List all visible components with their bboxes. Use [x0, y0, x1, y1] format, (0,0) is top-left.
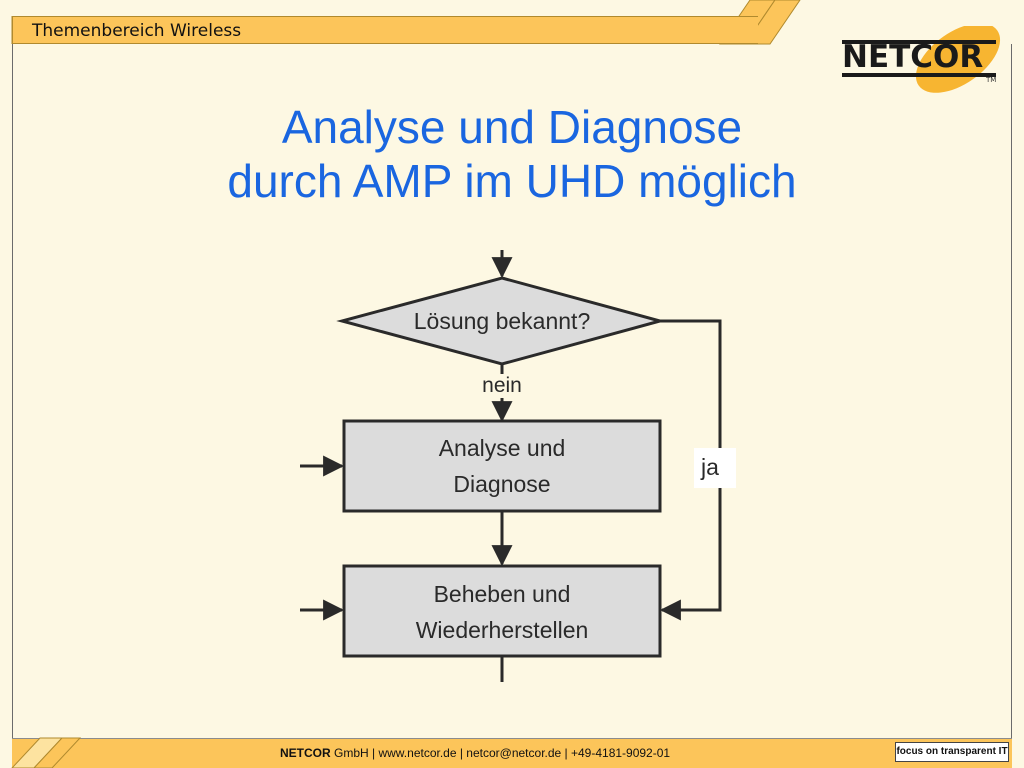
- box-beheben-line-2: Wiederherstellen: [416, 617, 589, 643]
- logo-trademark: TM: [986, 76, 997, 84]
- box-analyse-line-1: Analyse und: [439, 435, 566, 461]
- header-topic: Themenbereich Wireless: [32, 21, 242, 41]
- footer-decoration: [11, 737, 82, 768]
- header-band: [12, 16, 758, 44]
- footer-company: NETCOR: [280, 746, 331, 760]
- box-analyse-line-2: Diagnose: [453, 471, 550, 497]
- flowchart: Lösung bekannt? nein Analyse und Diagnos…: [300, 250, 736, 682]
- footer-contact-details: | www.netcor.de | netcor@netcor.de | +49…: [368, 746, 671, 760]
- box-analyse: [342, 419, 662, 513]
- footer-company-suffix: GmbH: [330, 746, 369, 760]
- tagline-badge: focus on transparent IT: [895, 742, 1009, 762]
- label-ja-bg: [694, 448, 736, 488]
- label-ja: ja: [700, 454, 719, 480]
- title-line-2: durch AMP im UHD möglich: [227, 155, 797, 207]
- label-nein: nein: [482, 374, 522, 397]
- decision-label: Lösung bekannt?: [414, 308, 591, 334]
- netcor-logo: [842, 26, 1001, 93]
- footer-band: [12, 738, 1012, 768]
- title-line-1: Analyse und Diagnose: [281, 101, 743, 153]
- logo-text: NETCOR: [842, 39, 984, 75]
- slide-title: Analyse und Diagnose durch AMP im UHD mö…: [100, 100, 924, 208]
- box-beheben-line-1: Beheben und: [434, 581, 571, 607]
- footer-contact: NETCOR GmbH | www.netcor.de | netcor@net…: [280, 744, 670, 762]
